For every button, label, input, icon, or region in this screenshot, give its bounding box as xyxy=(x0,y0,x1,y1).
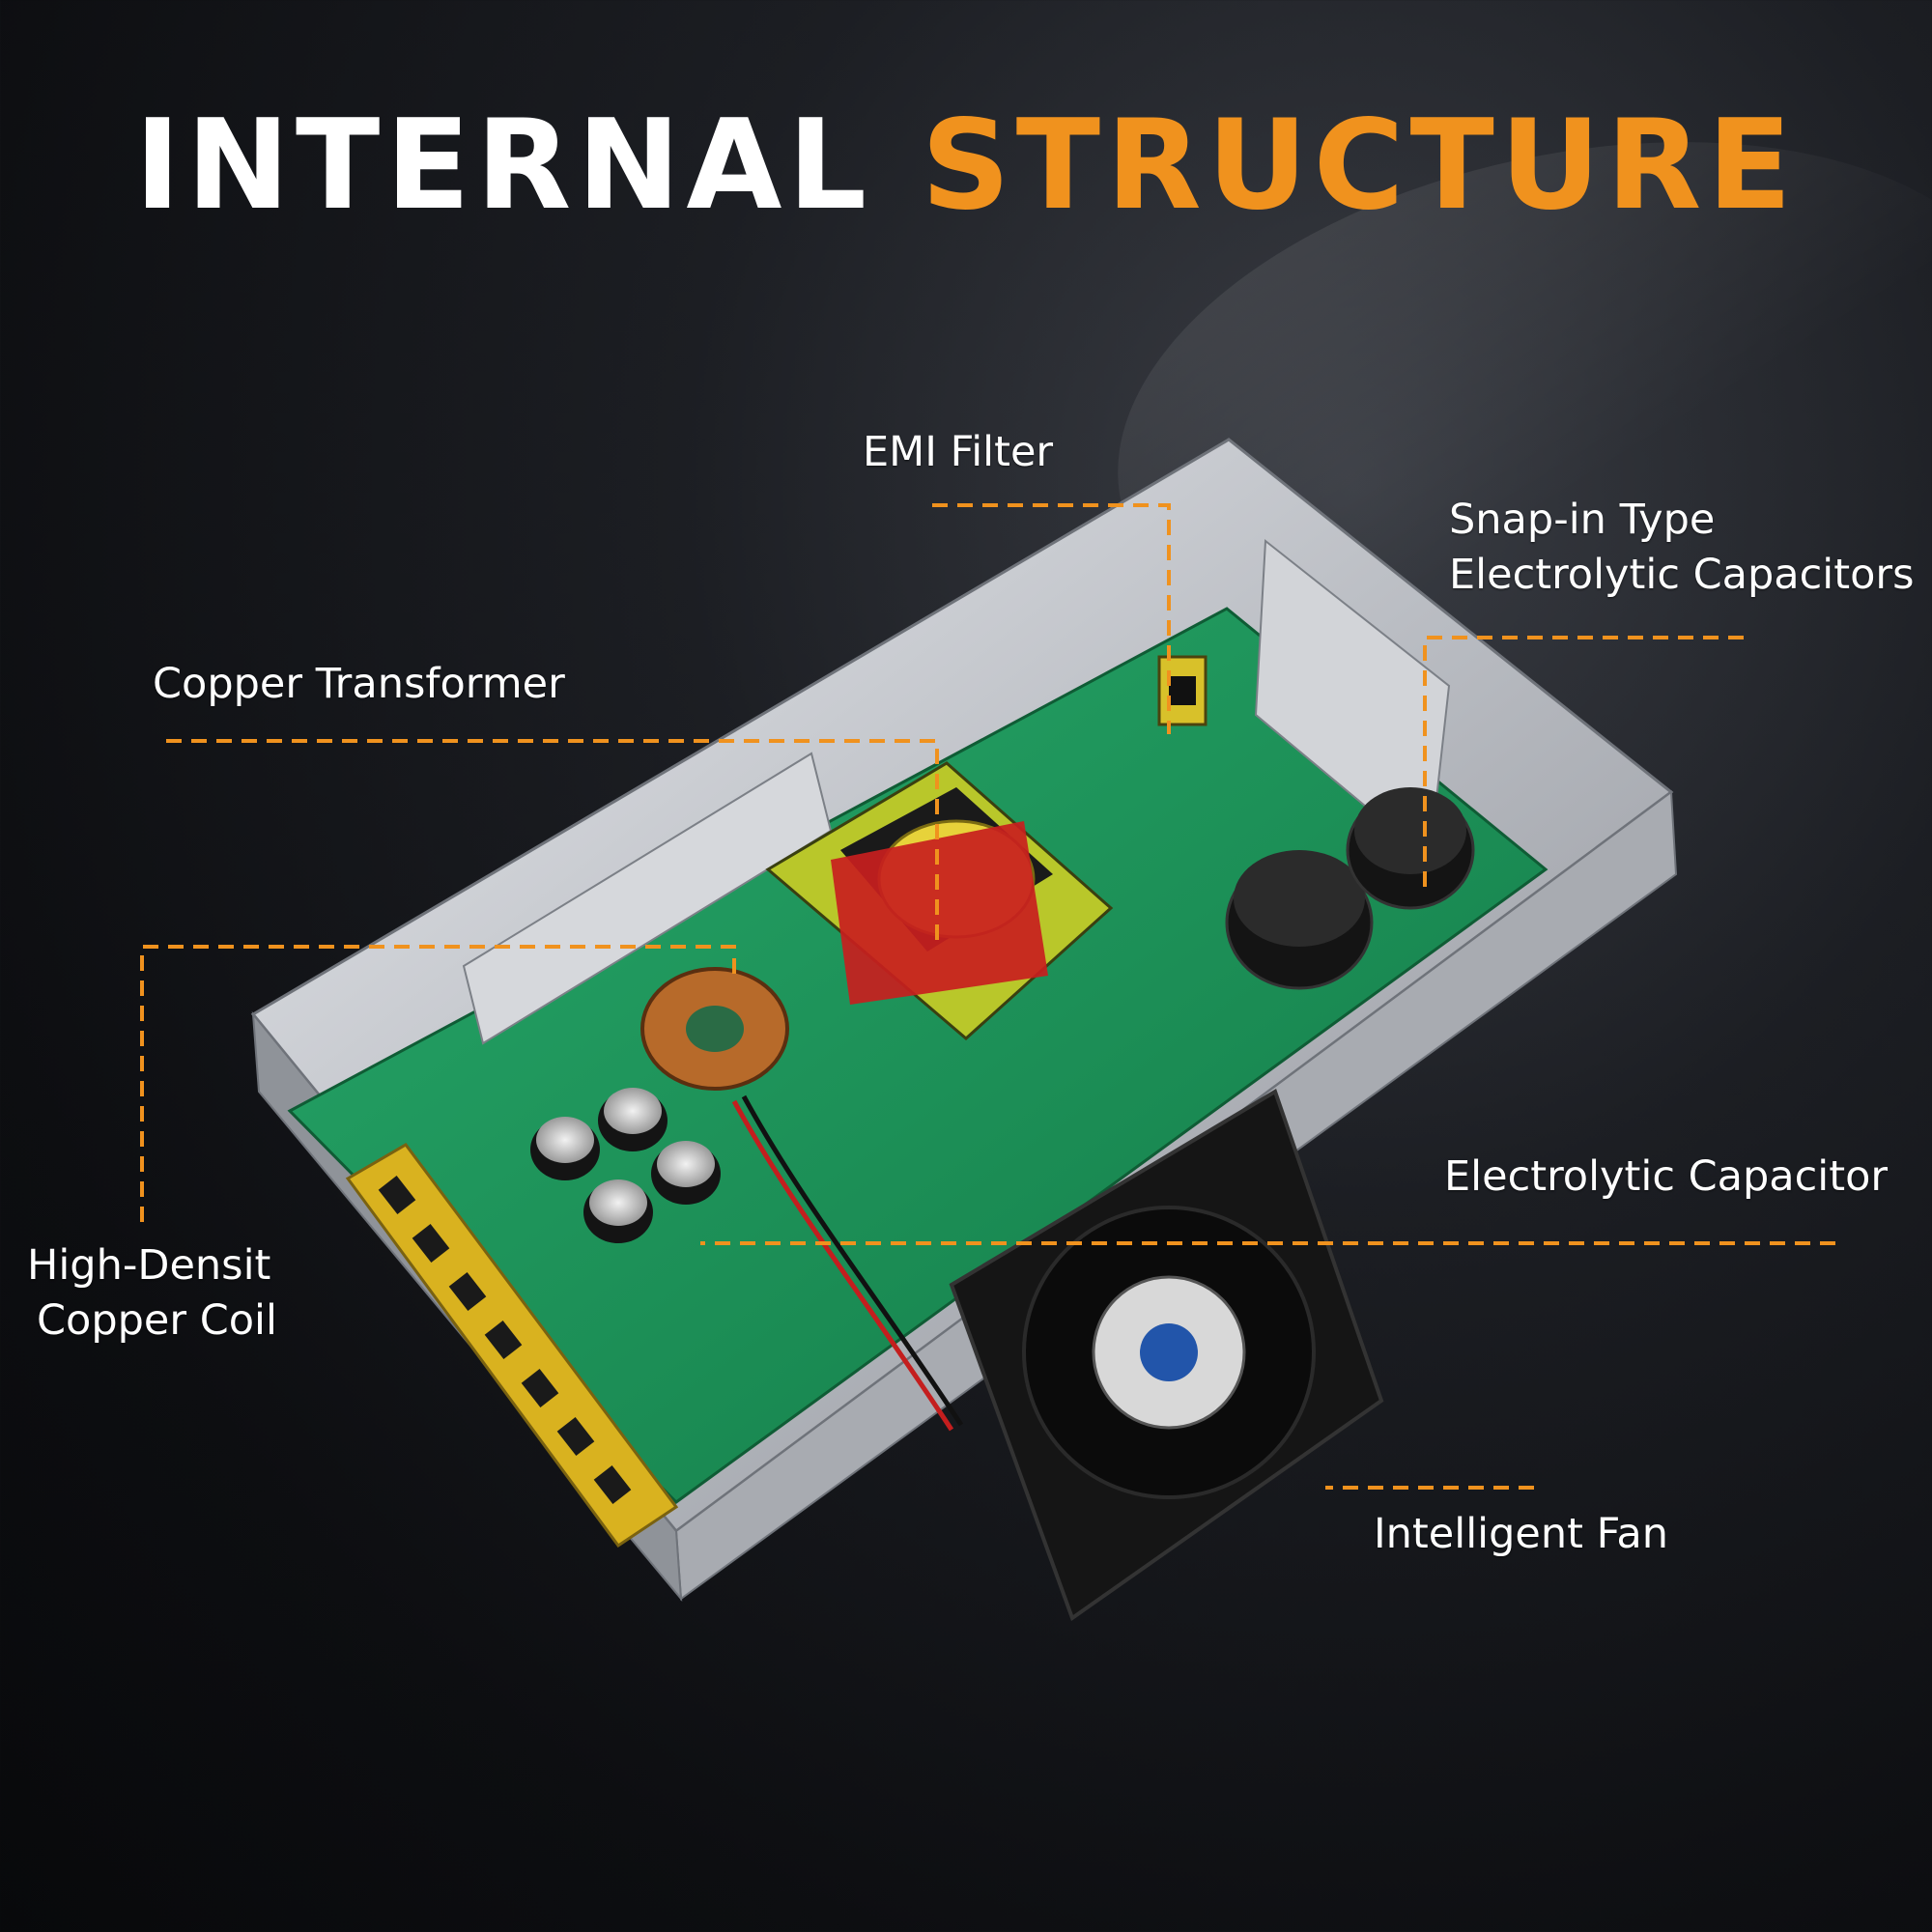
title-part-orange: STRUCTURE xyxy=(921,94,1798,238)
leader-copper-transformer xyxy=(166,739,939,947)
label-intelligent-fan: Intelligent Fan xyxy=(1374,1510,1669,1558)
label-snap-in-line1: Snap-in Type xyxy=(1449,496,1716,544)
leader-emi-filter xyxy=(932,503,1171,734)
page-title: INTERNAL STRUCTURE xyxy=(0,104,1932,228)
snap-in-capacitors xyxy=(1225,787,1475,990)
label-snap-in-line2: Electrolytic Capacitors xyxy=(1449,550,1915,599)
emi-filter-component xyxy=(1157,655,1208,726)
label-copper-transformer: Copper Transformer xyxy=(153,660,565,708)
leader-snap-in xyxy=(1423,636,1744,889)
title-part-white: INTERNAL xyxy=(134,94,873,238)
label-copper-coil: High-Densit Copper Coil xyxy=(27,1238,277,1349)
label-emi-filter: EMI Filter xyxy=(863,428,1054,476)
label-snap-in-capacitors: Snap-in Type Electrolytic Capacitors xyxy=(1449,493,1914,603)
leader-lines xyxy=(140,503,1835,1490)
label-electrolytic-capacitor: Electrolytic Capacitor xyxy=(1444,1152,1889,1201)
small-capacitors xyxy=(530,1088,721,1243)
label-coil-line1: High-Densit xyxy=(27,1241,271,1290)
cooling-fan-icon xyxy=(731,1089,1384,1622)
transformer xyxy=(765,761,1114,1040)
leader-copper-coil xyxy=(140,945,736,1222)
toroid-coil xyxy=(640,967,789,1091)
terminal-block xyxy=(345,1143,679,1548)
label-coil-line2: Copper Coil xyxy=(37,1295,277,1345)
